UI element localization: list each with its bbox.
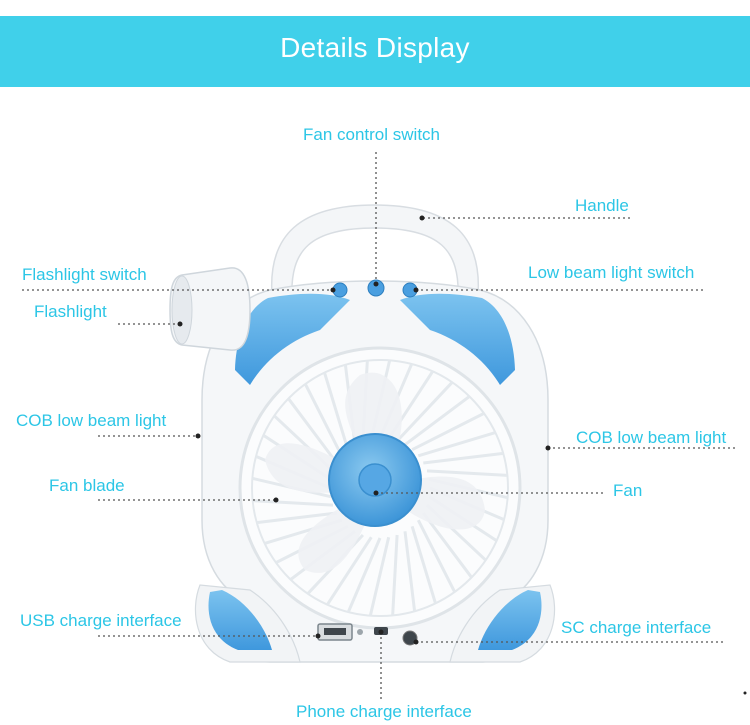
- flashlight-lens: [171, 275, 193, 345]
- panel-left-blue: [235, 293, 350, 385]
- guard-spoke: [416, 519, 456, 593]
- label-phone-charge-interface: Phone charge interface: [296, 702, 472, 721]
- label-fan-blade: Fan blade: [49, 476, 125, 495]
- guard-spoke: [287, 397, 338, 464]
- guard-spoke: [323, 372, 350, 451]
- label-usb-charge-interface: USB charge interface: [20, 611, 182, 630]
- label-flashlight-switch: Flashlight switch: [22, 265, 147, 284]
- guard-spoke: [252, 499, 334, 507]
- label-cob-low-beam-light-left: COB low beam light: [16, 411, 167, 430]
- guard-spoke: [396, 381, 454, 443]
- guard-spoke: [326, 536, 373, 606]
- base-left-blue: [208, 590, 272, 650]
- label-fan-control-switch: Fan control switch: [303, 125, 440, 144]
- guard-spoke: [411, 412, 485, 452]
- label-handle: Handle: [575, 196, 629, 215]
- guard-spoke: [423, 451, 504, 465]
- label-sc-charge-interface: SC charge interface: [561, 618, 712, 637]
- guard-spoke: [256, 511, 337, 525]
- fan-control-switch-knob: [367, 279, 385, 297]
- guard-spoke: [346, 537, 382, 613]
- guard-spoke: [417, 431, 496, 458]
- leader-dots: [177, 215, 747, 695]
- label-cob-low-beam-light-right: COB low beam light: [576, 428, 727, 447]
- label-low-beam-light-switch: Low beam light switch: [528, 263, 695, 282]
- guard-spoke: [368, 536, 391, 616]
- guard-spoke: [410, 525, 437, 604]
- guard-spoke: [422, 512, 473, 579]
- header-banner: Details Display: [0, 16, 750, 87]
- base-right-blue: [478, 590, 542, 650]
- label-fan: Fan: [613, 481, 643, 500]
- guard-spoke: [403, 531, 417, 612]
- guard-spoke: [304, 383, 344, 457]
- guard-spoke: [426, 469, 508, 477]
- page-title: Details Display: [280, 32, 470, 63]
- leader-lines: [22, 152, 738, 700]
- panel-right-blue: [400, 293, 515, 385]
- guard-spoke: [391, 534, 399, 616]
- label-flashlight: Flashlight: [34, 302, 107, 321]
- guard-spoke: [404, 395, 471, 446]
- sc-charge-port: [402, 630, 418, 646]
